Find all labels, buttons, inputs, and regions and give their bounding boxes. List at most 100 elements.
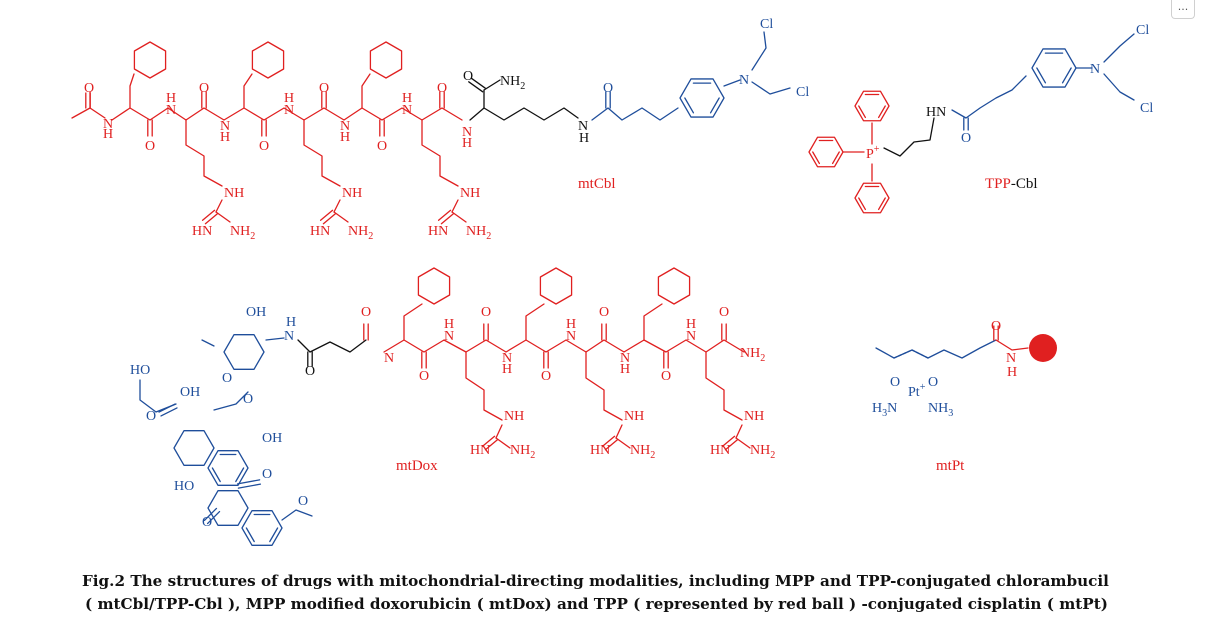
dox-ring-b — [235, 467, 245, 483]
guanidine — [615, 437, 631, 449]
n-label: N — [284, 103, 294, 118]
arg-sidechain-b1 — [585, 351, 623, 421]
oh-label: OH — [262, 431, 282, 446]
dox-ring-c — [207, 490, 249, 526]
o-label: O — [437, 81, 447, 96]
hn-label: HN — [590, 443, 610, 458]
nh2-label: NH2 — [500, 74, 525, 92]
guanidine-double — [201, 209, 216, 221]
ho-label: HO — [130, 363, 150, 378]
oh-label: OH — [180, 385, 200, 400]
caption-line-2: ( mtCbl/TPP-Cbl ), MPP modified doxorubi… — [85, 595, 1108, 613]
o-label: O — [991, 319, 1001, 334]
hn-label: HN — [470, 443, 490, 458]
hn-label: HN — [310, 224, 330, 239]
guanidine — [215, 199, 223, 213]
cbl-benzene — [679, 78, 725, 118]
lys-alpha — [469, 89, 485, 121]
n-label: N — [739, 73, 749, 88]
nh2-label: NH2 — [740, 346, 765, 364]
cl-label: Cl — [1136, 23, 1149, 38]
n-label: N — [686, 329, 696, 344]
pt-amide — [995, 339, 1029, 351]
n-label: N — [578, 119, 588, 134]
platinum-label: Pt+ — [908, 382, 926, 400]
h-label: H — [620, 362, 630, 377]
nh-label: NH — [624, 409, 644, 424]
h-label: H — [284, 91, 294, 106]
h-label: H — [286, 315, 296, 330]
guanidine — [451, 211, 467, 223]
cbl-ethyl-1 — [751, 31, 767, 71]
compound-name-mtdox: mtDox — [396, 458, 438, 474]
h-label: H — [462, 136, 472, 151]
nh-label: NH — [460, 186, 480, 201]
tpp-phenyl-1 — [877, 105, 886, 119]
o-label: O — [463, 69, 473, 84]
o-label: O — [961, 131, 971, 146]
dox-ketone — [237, 483, 262, 489]
guanidine-double — [481, 435, 496, 447]
nh2-label: NH2 — [510, 443, 535, 461]
n-label: N — [1006, 351, 1016, 366]
nh-label: NH — [224, 186, 244, 201]
guanidine-double — [440, 213, 455, 225]
amide — [483, 79, 501, 91]
hn-label: HN — [926, 105, 946, 120]
guanidine — [735, 424, 743, 439]
arg-sidechain-b2 — [705, 351, 743, 421]
tpp-cbl-benzene — [1036, 67, 1047, 84]
dox-ring-d — [241, 510, 283, 546]
h-label: H — [579, 131, 589, 146]
o-label: O — [361, 305, 371, 320]
cbl-chain — [591, 107, 679, 121]
n-label: N — [444, 329, 454, 344]
dox-ketone — [203, 507, 218, 522]
o-label: O — [84, 81, 94, 96]
guanidine — [333, 211, 349, 223]
guanidine-double — [604, 439, 619, 451]
methoxy — [281, 509, 313, 521]
o-label: O — [222, 371, 232, 386]
n-label: N — [384, 351, 394, 366]
n-label: N — [284, 329, 294, 344]
cbl-n-bond — [723, 79, 741, 87]
dox-ring-b — [211, 467, 221, 483]
o-label: O — [377, 139, 387, 154]
o-label: O — [890, 375, 900, 390]
nh-label: NH — [342, 186, 362, 201]
o-label: O — [719, 305, 729, 320]
cha-sidechain — [129, 73, 135, 109]
arg-sidechain-b0 — [465, 351, 503, 421]
dox-ketone — [206, 510, 221, 525]
compound-name-mtpt: mtPt — [936, 458, 965, 474]
o-label: O — [419, 369, 429, 384]
h-label: H — [686, 317, 696, 332]
o-label: O — [541, 369, 551, 384]
guanidine — [495, 437, 511, 449]
cha-sidechain — [403, 303, 423, 341]
h3n-label: H3N — [872, 401, 897, 419]
tpp-phenyl-2 — [831, 151, 840, 165]
h-label: H — [166, 91, 176, 106]
hn-label: HN — [710, 443, 730, 458]
more-options-button[interactable]: ··· — [1171, 0, 1195, 19]
cbl-benzene — [709, 97, 720, 114]
o-label: O — [243, 392, 253, 407]
o-label: O — [599, 305, 609, 320]
cbl-ethyl-2 — [751, 81, 791, 95]
nh2-label: NH2 — [466, 224, 491, 242]
n-label: N — [220, 119, 230, 134]
nh-label: NH — [744, 409, 764, 424]
compound-name-mtcbl: mtCbl — [578, 176, 616, 192]
tpp-linker — [883, 117, 935, 157]
o-label: O — [259, 139, 269, 154]
guanidine-double — [484, 439, 499, 451]
figure-caption: Fig.2 The structures of drugs with mitoc… — [82, 570, 1152, 616]
n-label: N — [340, 119, 350, 134]
succinyl — [297, 339, 367, 353]
o-label: O — [199, 81, 209, 96]
cl-label: Cl — [796, 85, 809, 100]
amide-carbonyl — [468, 81, 484, 93]
tpp-cbl-ethyl-1 — [1103, 33, 1135, 63]
